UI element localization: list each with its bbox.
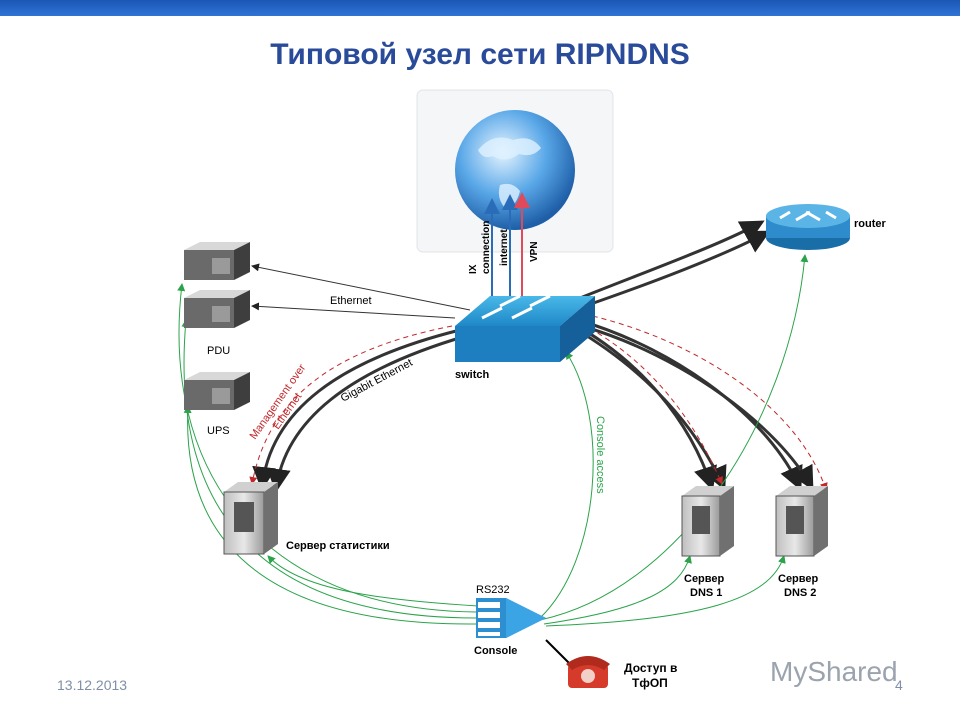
phone-icon: [566, 656, 610, 688]
globe-icon: [455, 110, 575, 230]
ethernet-links: [251, 263, 471, 319]
stats-server-label: Сервер статистики: [286, 540, 390, 552]
stats-server: [223, 482, 278, 555]
ix-label: IX: [468, 264, 479, 274]
switch-label: switch: [455, 369, 490, 381]
dns1-server: [681, 486, 734, 557]
pdu-device-1: [184, 242, 250, 280]
footer-page-number: 4: [895, 677, 903, 693]
ethernet-label: Ethernet: [330, 295, 372, 307]
rs232-label: RS232: [476, 584, 510, 596]
dns2-label-line2: DNS 2: [784, 587, 816, 599]
top-band: [0, 0, 960, 16]
pdu-device-2: [184, 290, 250, 328]
ups-device: [184, 372, 250, 410]
gigabit-links: [249, 325, 467, 493]
switch-device: [455, 294, 595, 362]
internet-label: internet: [499, 229, 510, 266]
vpn-label: VPN: [529, 241, 540, 262]
slide-title: Типовой узел сети RIPNDNS: [270, 38, 690, 71]
uplinks: [484, 192, 530, 305]
ups-label: UPS: [207, 425, 230, 437]
router-label: router: [854, 218, 887, 230]
pdu-label: PDU: [207, 345, 230, 357]
phone-label-line1: Доступ в: [624, 661, 677, 675]
console-device: [476, 598, 546, 638]
footer-date: 13.12.2013: [57, 677, 128, 693]
router-device: [766, 204, 850, 250]
dns1-label-line1: Сервер: [684, 573, 725, 585]
dns2-label-line1: Сервер: [778, 573, 819, 585]
gigabit-label: Gigabit Ethernet: [339, 357, 415, 405]
console-access-label: Console access: [594, 416, 606, 494]
phone-label-line2: ТфОП: [632, 676, 668, 690]
console-label: Console: [474, 645, 517, 657]
phone-link: [545, 639, 571, 665]
router-links: [579, 220, 771, 308]
internet-globe: [416, 89, 614, 253]
watermark-logo: MyShared: [770, 656, 898, 687]
connection-label: connection: [481, 221, 492, 274]
dns1-label-line2: DNS 1: [690, 587, 722, 599]
switch-arrows-icon: [481, 294, 551, 320]
dns-links: [565, 313, 828, 491]
router-arrows-icon: [779, 210, 837, 222]
dns2-server: [775, 486, 828, 557]
